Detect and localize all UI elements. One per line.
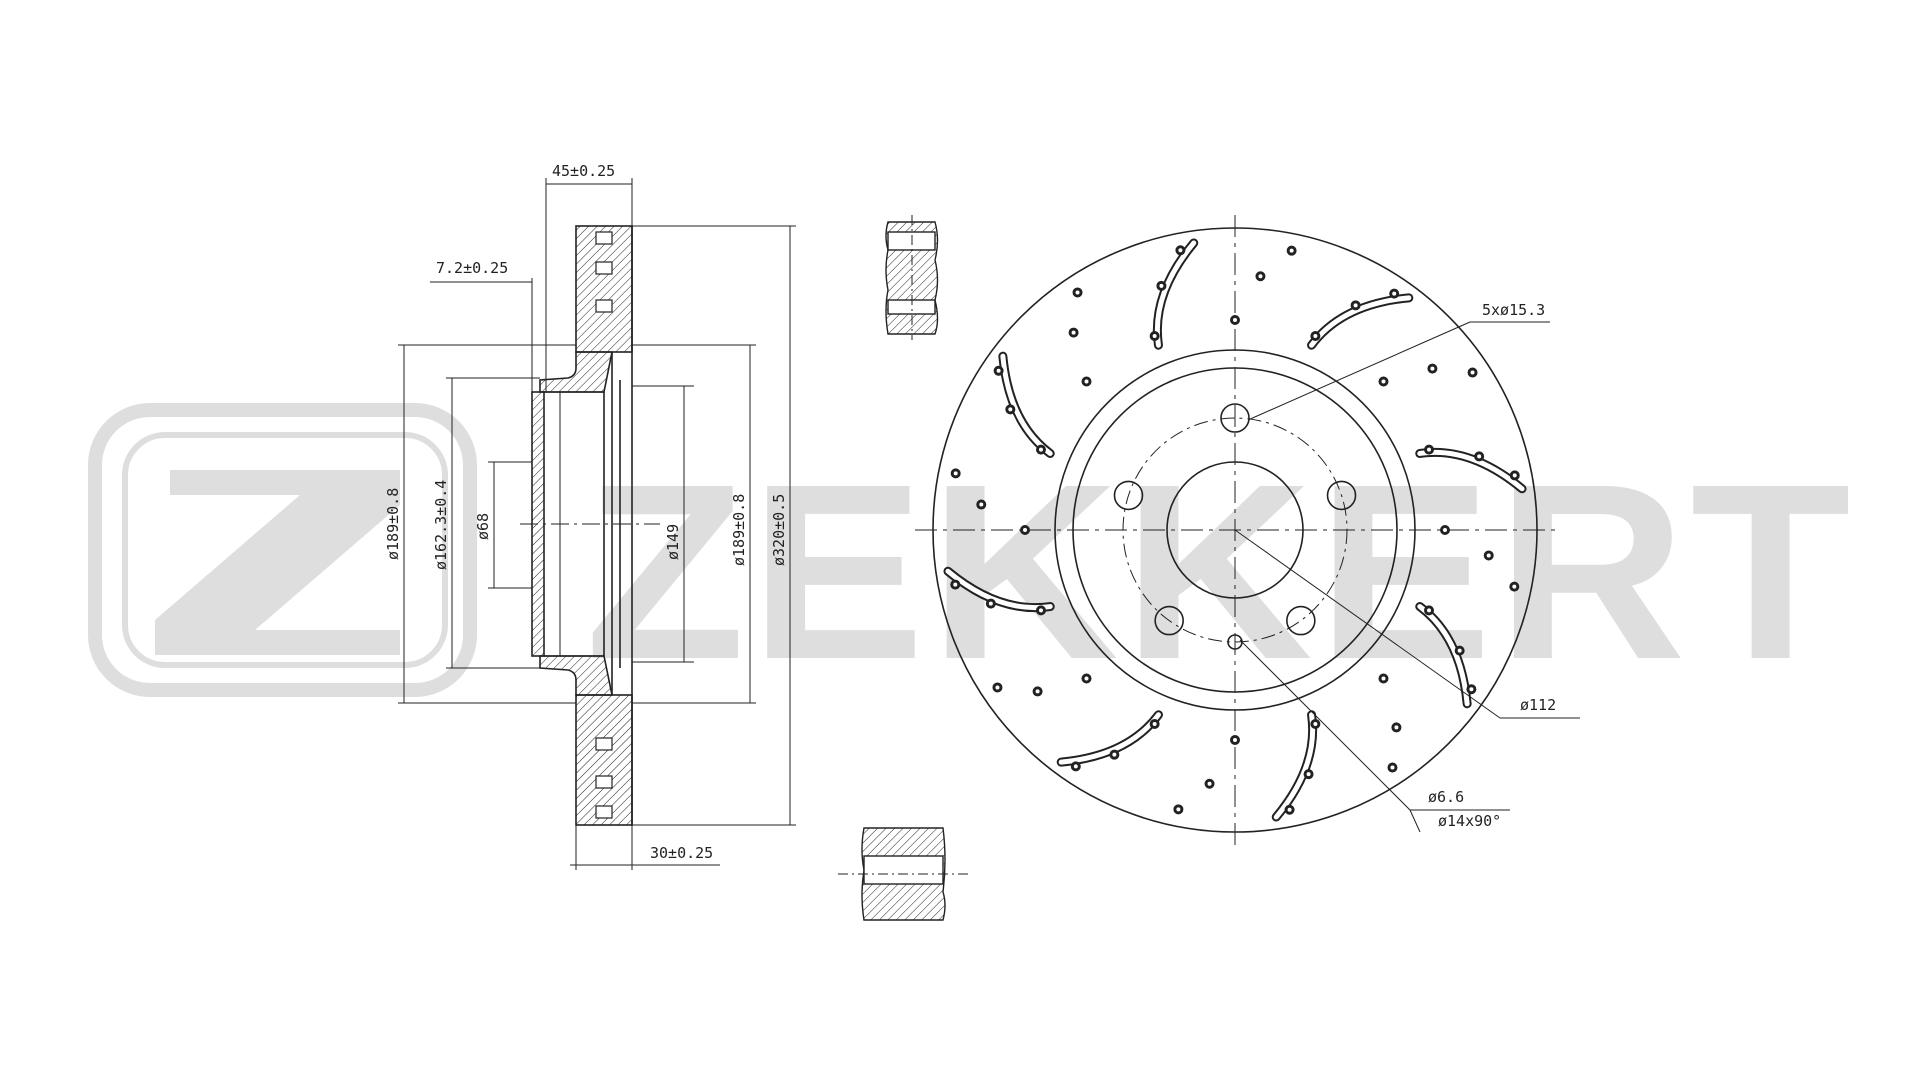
watermark-text: ZEKKERT [585, 432, 1855, 711]
label-bolt-holes: 5xø15.3 [1482, 301, 1545, 319]
watermark-logo-z [155, 470, 400, 655]
dim-hat-thickness: 7.2±0.25 [436, 259, 508, 277]
drill-hole [985, 598, 996, 609]
dim-disc-thickness: 30±0.25 [650, 844, 713, 862]
hat-section-lower [539, 655, 613, 696]
drill-hole [1081, 376, 1092, 387]
bolt-hole [1154, 605, 1184, 636]
drill-hole [1509, 470, 1520, 481]
drill-hole [1149, 719, 1160, 730]
drill-hole [1424, 444, 1435, 455]
side-section-view [398, 178, 796, 870]
drill-hole [1467, 367, 1478, 378]
watermark-logo-inner [122, 432, 448, 668]
drill-hole [1081, 673, 1092, 684]
label-chamfer: ø14x90° [1438, 812, 1501, 830]
dim-d162: ø162.3±0.4 [432, 480, 450, 570]
drill-hole [1310, 330, 1321, 341]
drill-hole [1286, 245, 1297, 256]
drill-hole [1068, 327, 1079, 338]
drill-hole [950, 579, 961, 590]
label-pcd: ø112 [1520, 696, 1556, 714]
drill-hole [1230, 735, 1240, 745]
drill-hole [1070, 761, 1081, 772]
drill-hole [993, 365, 1004, 376]
drill-hole [992, 682, 1003, 693]
disc-ring-upper [575, 225, 633, 353]
drill-hole [1378, 673, 1389, 684]
drill-hole [1032, 686, 1043, 697]
cooling-slot-inner [1154, 240, 1197, 348]
dim-width-total: 45±0.25 [552, 162, 615, 180]
drill-hole [1035, 605, 1046, 616]
drill-hole [1035, 444, 1046, 455]
dim-d189-left: ø189±0.8 [384, 488, 402, 560]
dim-d149: ø149 [664, 524, 682, 560]
drill-hole [1149, 330, 1160, 341]
dim-d320: ø320±0.5 [770, 494, 788, 566]
drill-hole [1255, 271, 1266, 282]
drill-hole [950, 468, 961, 479]
drill-hole [1175, 245, 1186, 256]
drill-hole [1483, 550, 1494, 561]
drill-hole [1350, 300, 1361, 311]
front-view-labels: 5xø15.3 ø112 ø6.6 ø14x90° [1428, 301, 1556, 830]
drill-hole [1387, 762, 1398, 773]
drill-hole [1427, 363, 1438, 374]
drill-hole [976, 499, 987, 510]
drill-hole [1424, 605, 1435, 616]
leader-lines [1234, 321, 1580, 833]
detail-section-bottom [838, 827, 970, 921]
drill-hole [1310, 719, 1321, 730]
detail-section-top [885, 215, 939, 340]
drill-hole [1204, 778, 1215, 789]
drill-holes [950, 245, 1520, 815]
drill-hole [1072, 287, 1083, 298]
hat-section-upper [539, 351, 613, 393]
drill-hole [1156, 280, 1167, 291]
bolt-hole [1220, 403, 1250, 433]
bolt-hole [1286, 605, 1316, 636]
bolt-holes [1113, 403, 1357, 650]
label-hole: ø6.6 [1428, 788, 1464, 806]
drill-hole [1391, 722, 1402, 733]
drill-hole [1230, 315, 1240, 325]
bolt-hole [1113, 480, 1144, 511]
cooling-slot-inner [1273, 712, 1316, 820]
drill-hole [1303, 769, 1314, 780]
watermark-logo-frame [88, 403, 477, 697]
drill-hole [1474, 451, 1485, 462]
front-view [915, 215, 1580, 845]
brand-watermark: ZEKKERT [88, 403, 1855, 711]
dim-d189-right: ø189±0.8 [730, 494, 748, 566]
side-dimension-lines [398, 178, 796, 870]
drill-hole [1109, 749, 1120, 760]
drill-hole [1466, 684, 1477, 695]
drill-hole [1284, 804, 1295, 815]
drill-hole [1389, 288, 1400, 299]
drill-hole [1005, 404, 1016, 415]
vent-slots [595, 231, 613, 819]
disc-ring-lower [575, 694, 633, 826]
drill-hole [1509, 581, 1520, 592]
drill-hole [1020, 525, 1030, 535]
drill-hole [1378, 376, 1389, 387]
drill-hole [1454, 645, 1465, 656]
drill-hole [1173, 804, 1184, 815]
dim-d68: ø68 [474, 513, 492, 540]
side-view-labels: 45±0.25 7.2±0.25 30±0.25 ø189±0.8 ø162.3… [384, 162, 788, 862]
bolt-hole [1326, 480, 1357, 511]
drill-hole [1440, 525, 1450, 535]
